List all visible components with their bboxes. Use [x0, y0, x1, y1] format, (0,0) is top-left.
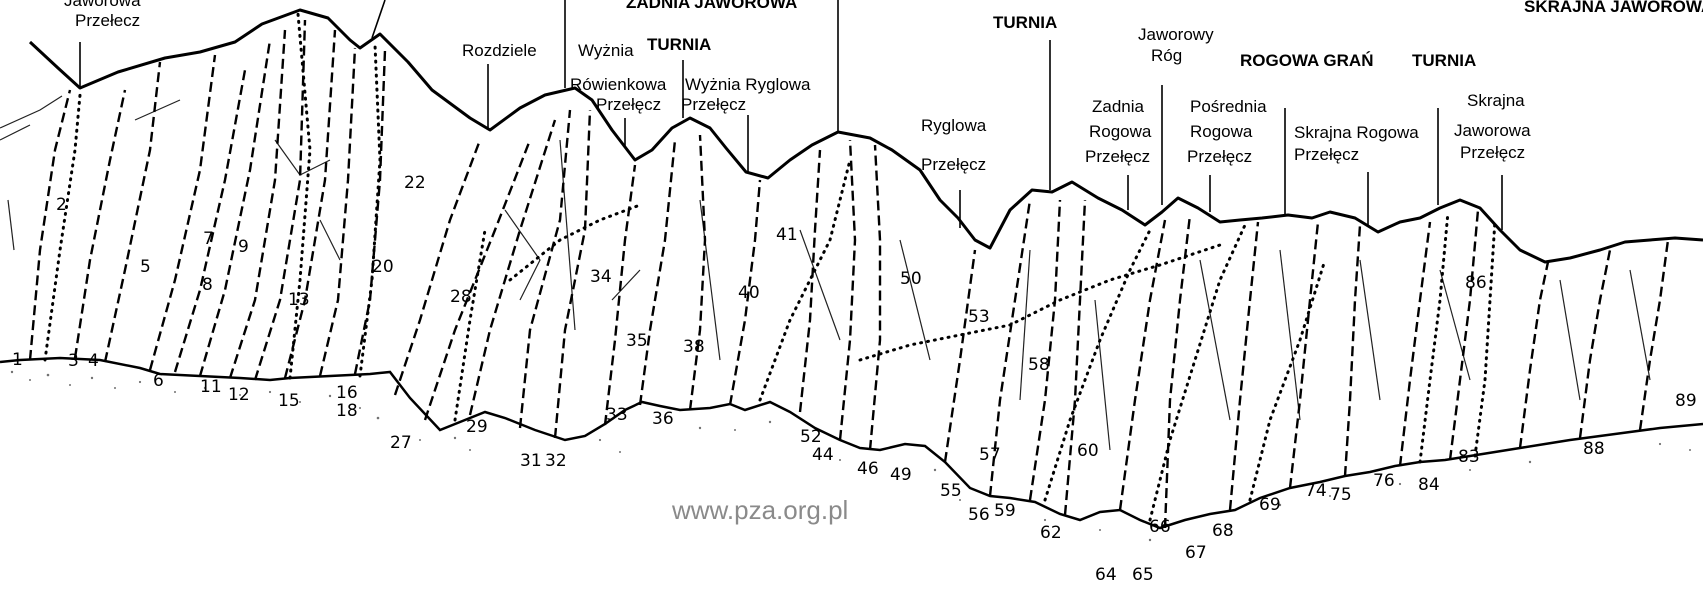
- route-number: 64: [1095, 565, 1117, 585]
- label-przelecz-3: Przełęcz: [681, 95, 746, 114]
- label-jaworowa-2: Jaworowa: [1454, 121, 1531, 140]
- route-number: 32: [545, 451, 567, 471]
- label-przelecz-5: Przełęcz: [1085, 147, 1150, 166]
- route-number: 31: [520, 451, 542, 471]
- label-posrednia: Pośrednia: [1190, 97, 1267, 116]
- label-wyznia-ryglowa: Wyżnia Ryglowa: [685, 75, 811, 94]
- label-turnia-1: TURNIA: [647, 35, 711, 54]
- route-number: 27: [390, 433, 412, 453]
- route-number: 28: [450, 287, 472, 307]
- route-number: 74: [1305, 481, 1327, 501]
- route-number: 59: [994, 501, 1016, 521]
- label-rowienkowa: Rówienkowa: [570, 75, 667, 94]
- route-number: 53: [968, 307, 990, 327]
- route-number: 20: [372, 257, 394, 277]
- route-number: 49: [890, 465, 912, 485]
- route-number: 36: [652, 409, 674, 429]
- route-number: 3: [68, 351, 79, 371]
- route-number: 69: [1259, 495, 1281, 515]
- route-number: 84: [1418, 475, 1440, 495]
- label-rogowa-2: Rogowa: [1190, 122, 1253, 141]
- route-number: 44: [812, 445, 834, 465]
- route-number: 34: [590, 267, 612, 287]
- route-number: 76: [1373, 471, 1395, 491]
- route-number: 6: [153, 371, 164, 391]
- scree-field: [11, 371, 1691, 541]
- label-skrajna-rogowa: Skrajna Rogowa: [1294, 123, 1419, 142]
- base-line: [0, 358, 1703, 528]
- route-number: 65: [1132, 565, 1154, 585]
- route-number: 29: [466, 417, 488, 437]
- label-turnia-2: TURNIA: [993, 13, 1057, 32]
- route-number: 50: [900, 269, 922, 289]
- label-skrajna: Skrajna: [1467, 91, 1525, 110]
- route-number: 40: [738, 283, 760, 303]
- label-przelecz-6: Przełęcz: [1187, 147, 1252, 166]
- route-number: 68: [1212, 521, 1234, 541]
- route-number: 15: [278, 391, 300, 411]
- route-number: 67: [1185, 543, 1207, 563]
- route-number: 12: [228, 385, 250, 405]
- watermark-text: www.pza.org.pl: [671, 495, 848, 525]
- label-zadnia-jaworowa: ZADNIA JAWOROWA: [626, 0, 797, 12]
- label-przelecz-8: Przełęcz: [1460, 143, 1525, 162]
- route-number: 89: [1675, 391, 1697, 411]
- route-number: 58: [1028, 355, 1050, 375]
- route-number: 2: [56, 195, 67, 215]
- route-number: 62: [1040, 523, 1062, 543]
- route-number: 60: [1077, 441, 1099, 461]
- route-number: 22: [404, 173, 426, 193]
- label-jaworowy: Jaworowy: [1138, 25, 1214, 44]
- label-skrajna-jaworowa: SKRAJNA JAWOROWA: [1524, 0, 1703, 16]
- label-zadnia: Zadnia: [1092, 97, 1145, 116]
- label-rozdziele: Rozdziele: [462, 41, 537, 60]
- route-number: 83: [1458, 447, 1480, 467]
- route-number: 11: [200, 377, 222, 397]
- label-turnia-3: TURNIA: [1412, 51, 1476, 70]
- route-number: 18: [336, 401, 358, 421]
- route-number: 1: [12, 350, 23, 370]
- route-number: 75: [1330, 485, 1352, 505]
- label-przelecz-1: Przełecz: [75, 11, 140, 30]
- route-number: 7: [203, 229, 214, 249]
- route-number: 38: [683, 337, 705, 357]
- route-number: 46: [857, 459, 879, 479]
- route-number: 16: [336, 383, 358, 403]
- route-number: 8: [202, 275, 213, 295]
- route-number: 88: [1583, 439, 1605, 459]
- route-number: 66: [1149, 517, 1171, 537]
- label-przelecz-7: Przełęcz: [1294, 145, 1359, 164]
- label-ryglowa: Ryglowa: [921, 116, 987, 135]
- label-rog: Róg: [1151, 46, 1182, 65]
- route-number: 13: [288, 290, 310, 310]
- label-rogowa-1: Rogowa: [1089, 122, 1152, 141]
- route-number: 57: [979, 445, 1001, 465]
- route-number: 56: [968, 505, 990, 525]
- label-przelecz-2: Przełęcz: [596, 95, 661, 114]
- route-number: 35: [626, 331, 648, 351]
- route-number: 5: [140, 257, 151, 277]
- route-number: 55: [940, 481, 962, 501]
- label-jaworowa-1: Jaworowa: [64, 0, 141, 10]
- label-wyznia: Wyżnia: [578, 41, 634, 60]
- route-number: 4: [88, 351, 99, 371]
- ridge-line: [30, 10, 1703, 262]
- label-pointers: [80, 0, 1502, 230]
- route-number: 9: [238, 237, 249, 257]
- route-number: 52: [800, 427, 822, 447]
- label-przelecz-4: Przełęcz: [921, 155, 986, 174]
- route-number: 33: [606, 405, 628, 425]
- route-number: 41: [776, 225, 798, 245]
- route-number: 86: [1465, 273, 1487, 293]
- route-lines-dashed: [30, 20, 1668, 528]
- label-rogowa-gran: ROGOWA GRAŃ: [1240, 51, 1373, 70]
